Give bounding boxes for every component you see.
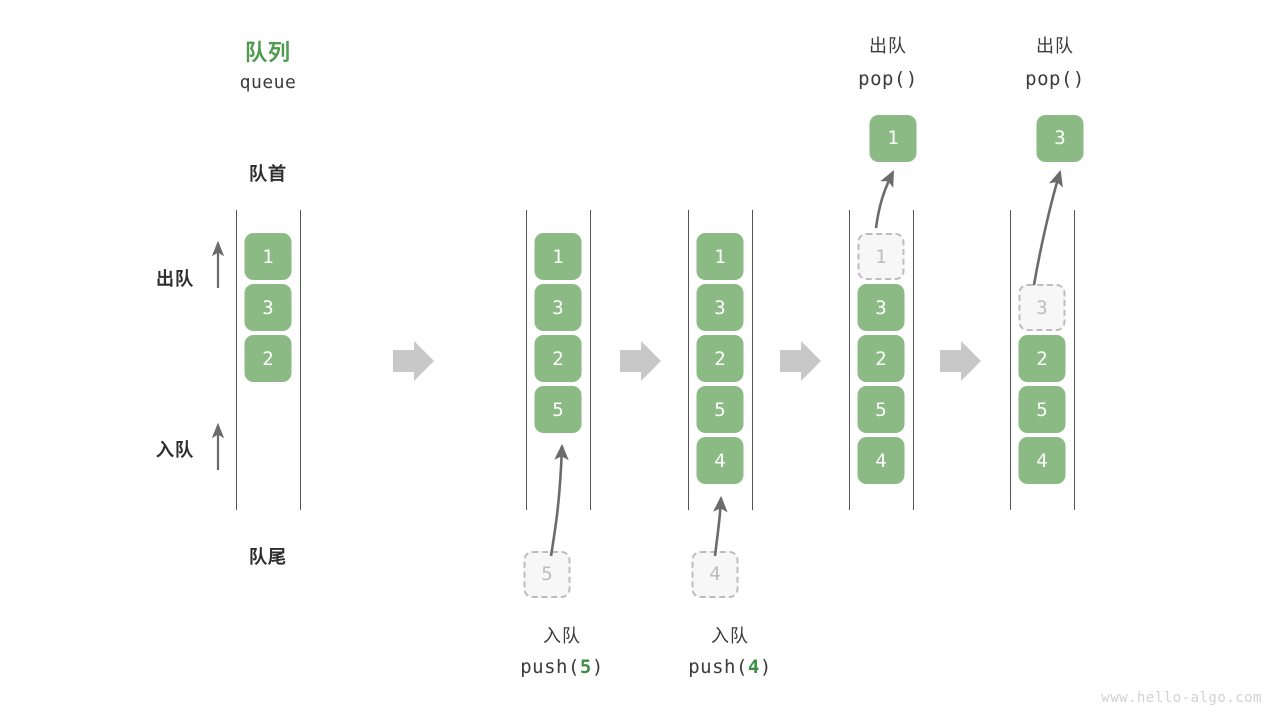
push-arrow-5 — [549, 443, 569, 557]
queue-cell: 4 — [1018, 437, 1066, 484]
queue-cell: 5 — [696, 386, 744, 433]
operation-label-cn: 入队 — [711, 626, 749, 646]
queue-cell: 5 — [1018, 386, 1066, 433]
queue-cell: 2 — [1018, 335, 1066, 382]
pending-push-cell: 4 — [691, 550, 739, 598]
queue-cell: 3 — [696, 284, 744, 331]
step-transition-arrow — [393, 341, 434, 381]
popped-cell: 3 — [1036, 114, 1084, 162]
diagram-title-cn: 队列 — [244, 40, 292, 65]
queue-rail — [526, 210, 527, 510]
operation-label-code: pop() — [1025, 68, 1085, 90]
operation-label-code: push(5) — [520, 656, 604, 678]
queue-rail — [590, 210, 591, 510]
queue-cell: 1 — [534, 233, 582, 280]
dequeue-direction-label: 出队 — [156, 269, 194, 289]
queue-rail — [849, 210, 850, 510]
queue-cell-ghost: 1 — [857, 233, 905, 280]
pop-arrow-3 — [1032, 170, 1063, 286]
queue-rail — [913, 210, 914, 510]
operation-label-code: push(4) — [688, 656, 772, 678]
step-transition-arrow — [620, 341, 661, 381]
queue-cell: 2 — [696, 335, 744, 382]
queue-rail — [1074, 210, 1075, 510]
step-transition-arrow — [780, 341, 821, 381]
enqueue-direction-label: 入队 — [156, 440, 194, 460]
queue-rail — [300, 210, 301, 510]
operation-label-code: pop() — [858, 68, 918, 90]
queue-cell: 2 — [857, 335, 905, 382]
pop-arrow-1 — [874, 170, 895, 229]
diagram-title-en: queue — [239, 72, 297, 93]
operation-argument: 5 — [579, 656, 592, 678]
queue-rear-label: 队尾 — [249, 547, 287, 567]
step-transition-arrow — [940, 341, 981, 381]
queue-rail — [688, 210, 689, 510]
queue-cell: 3 — [857, 284, 905, 331]
queue-rail — [752, 210, 753, 510]
queue-cell: 3 — [244, 284, 292, 331]
queue-cell: 5 — [857, 386, 905, 433]
pending-push-cell: 5 — [523, 550, 571, 598]
queue-rail — [236, 210, 237, 510]
operation-label-cn: 入队 — [543, 626, 581, 646]
operation-label-cn: 出队 — [869, 36, 907, 56]
watermark: www.hello-algo.com — [1101, 690, 1262, 706]
push-arrow-4 — [713, 495, 728, 557]
operation-argument: 4 — [747, 656, 760, 678]
queue-front-label: 队首 — [249, 164, 287, 184]
queue-cell: 3 — [534, 284, 582, 331]
queue-cell: 2 — [244, 335, 292, 382]
queue-cell: 2 — [534, 335, 582, 382]
queue-cell: 5 — [534, 386, 582, 433]
queue-cell-ghost: 3 — [1018, 284, 1066, 331]
queue-rail — [1010, 210, 1011, 510]
queue-cell: 1 — [244, 233, 292, 280]
popped-cell: 1 — [869, 114, 917, 162]
queue-cell: 4 — [857, 437, 905, 484]
queue-cell: 4 — [696, 437, 744, 484]
queue-cell: 1 — [696, 233, 744, 280]
operation-label-cn: 出队 — [1036, 36, 1074, 56]
